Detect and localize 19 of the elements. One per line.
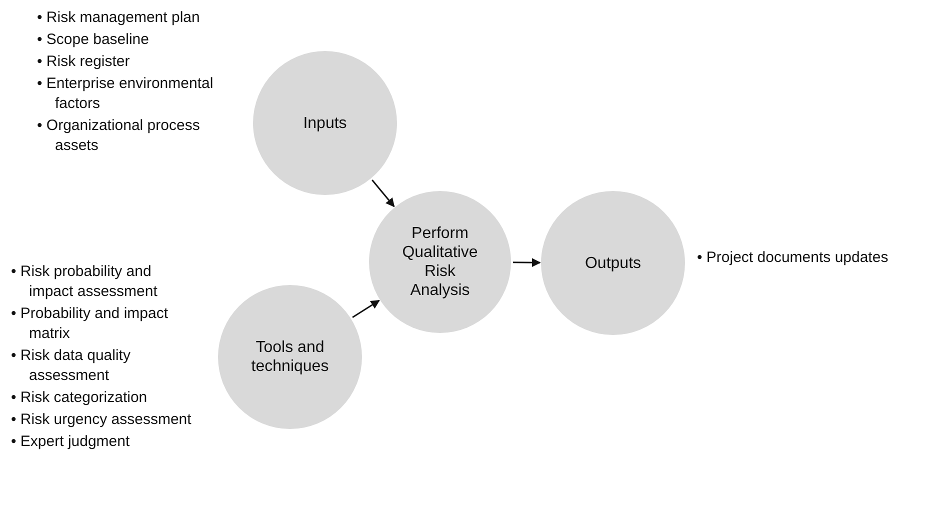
bullet-item: • Enterprise environmental factors: [37, 74, 214, 114]
bullet-item: • Risk urgency assessment: [11, 410, 192, 430]
bullet-item: • Risk register: [37, 52, 131, 72]
bullet-item: • Probability and impact matrix: [11, 304, 169, 344]
node-label: Inputs: [302, 114, 348, 132]
bullet-item: • Scope baseline: [37, 30, 150, 50]
bullet-item: • Risk management plan: [37, 8, 201, 28]
bullet-item: • Expert judgment: [11, 432, 131, 452]
arrow: [513, 258, 541, 268]
bullet-item: • Organizational process assets: [37, 116, 201, 156]
bullet-item: • Risk probability and impact assessment: [11, 262, 158, 302]
arrow: [352, 300, 380, 318]
bullet-item: • Risk categorization: [11, 388, 148, 408]
arrow: [372, 180, 395, 208]
node-label: Tools and techniques: [250, 338, 330, 376]
node-label: Outputs: [584, 254, 642, 272]
node-label: Perform Qualitative Risk Analysis: [401, 224, 479, 300]
bullet-item: • Risk data quality assessment: [11, 346, 132, 386]
bullet-item: • Project documents updates: [697, 248, 890, 268]
